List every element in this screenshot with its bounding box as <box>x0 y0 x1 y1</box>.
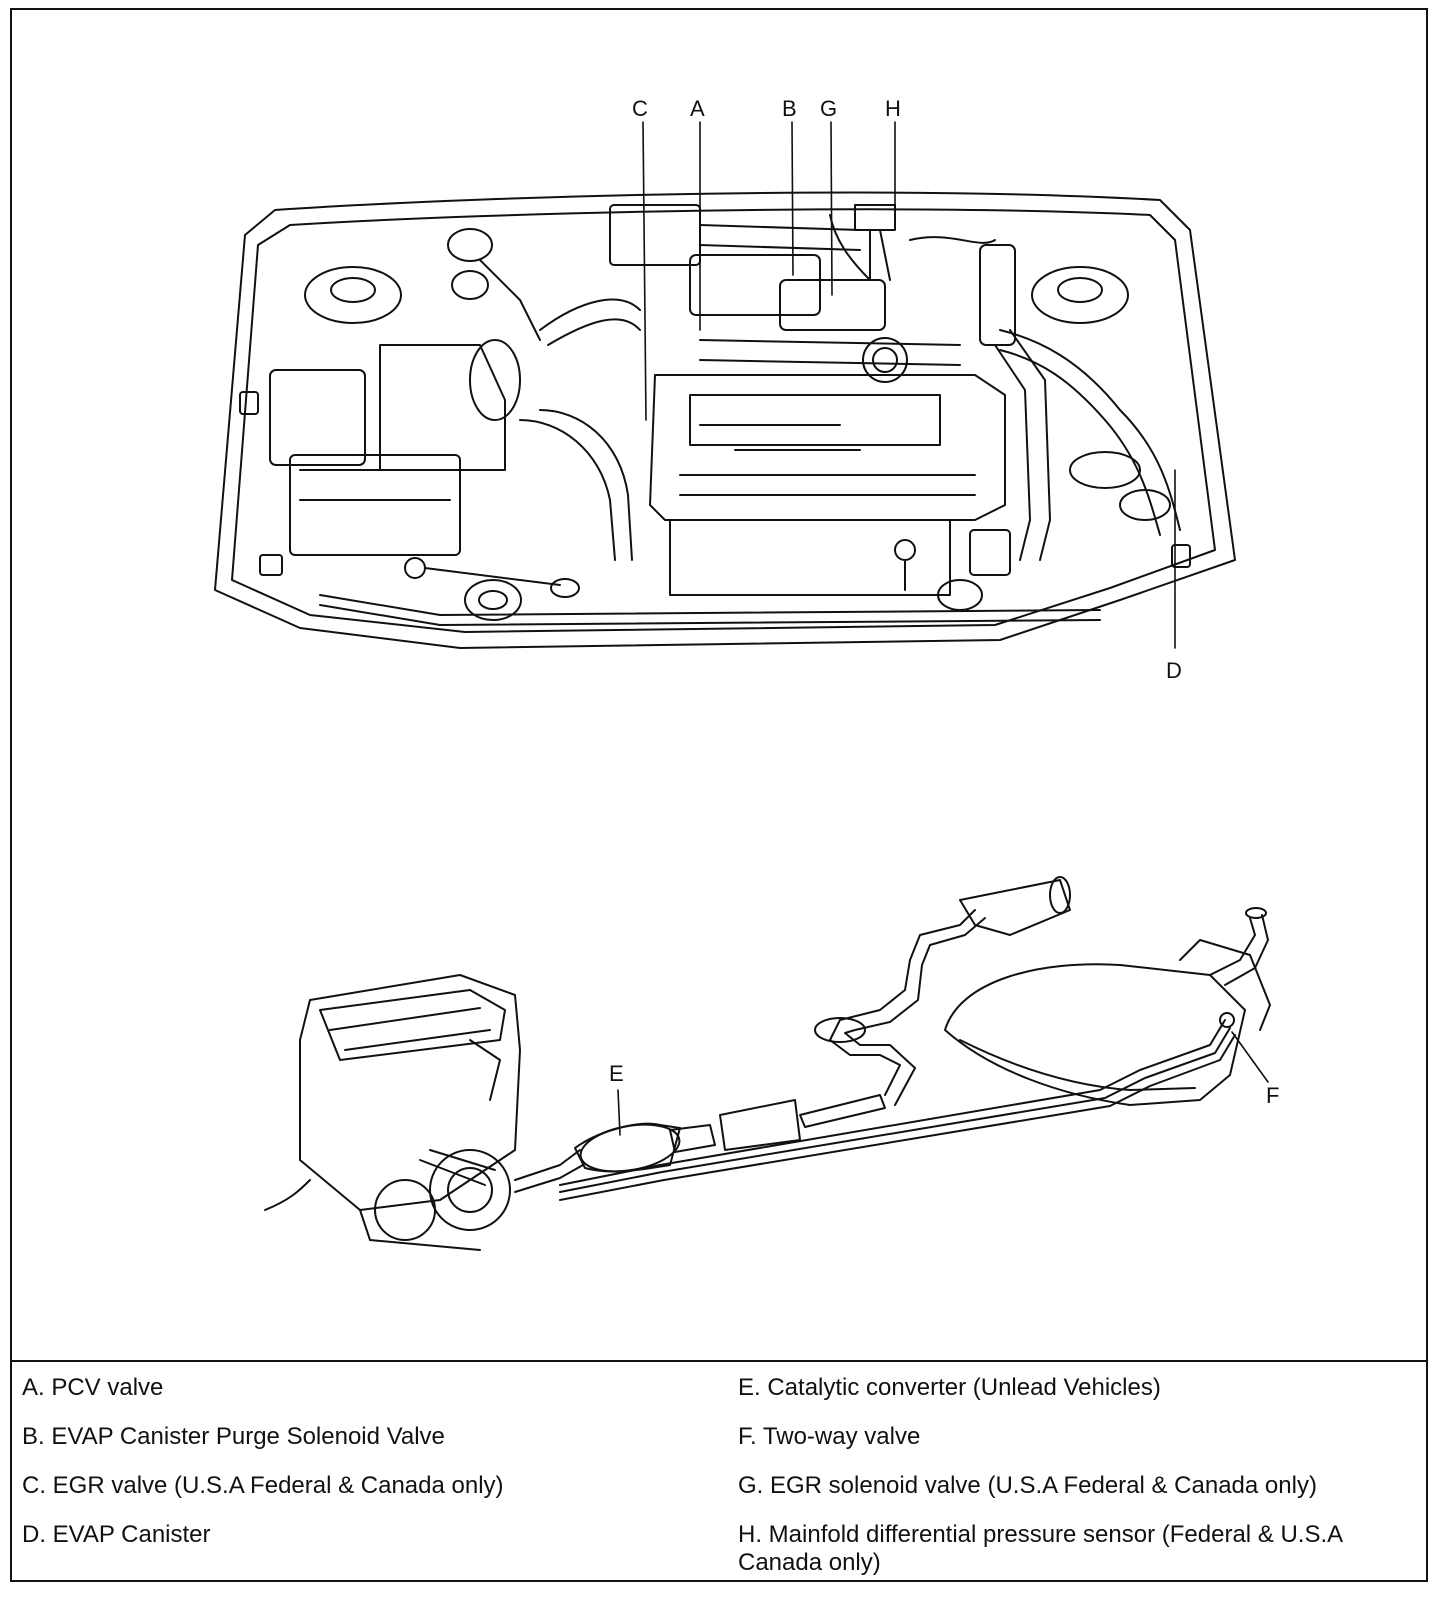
callout-g: G <box>820 96 838 121</box>
legend-item-b: B. EVAP Canister Purge Solenoid Valve <box>22 1423 445 1450</box>
callout-d: D <box>1166 658 1182 683</box>
legend-item-d: D. EVAP Canister <box>22 1521 211 1548</box>
leader-g <box>830 121 833 296</box>
engine-bay-illustration <box>214 191 1236 649</box>
callout-h: H <box>885 96 901 121</box>
diagram-frame <box>10 8 1428 1582</box>
leader-e <box>617 1089 621 1136</box>
legend-item-f: F. Two-way valve <box>738 1423 921 1450</box>
callout-f: F <box>1266 1083 1280 1108</box>
legend-item-a: A. PCV valve <box>22 1374 164 1401</box>
leader-b <box>791 121 794 276</box>
leader-f <box>1231 1031 1269 1083</box>
underbody-leaders <box>617 1031 1269 1136</box>
callout-b: B <box>782 96 797 121</box>
engine-bay-leaders <box>642 121 1176 649</box>
line-art <box>214 121 1271 1251</box>
callout-a: A <box>690 96 705 121</box>
legend-item-h: H. Mainfold differential pressure sensor… <box>738 1521 1342 1576</box>
legend-item-c: C. EGR valve (U.S.A Federal & Canada onl… <box>22 1472 504 1499</box>
legend-divider <box>10 1360 1428 1362</box>
callout-c: C <box>632 96 648 121</box>
legend-right: E. Catalytic converter (Unlead Vehicles)… <box>738 1374 1418 1598</box>
leader-c <box>642 121 647 421</box>
underbody-illustration <box>264 876 1271 1251</box>
legend-item-e: E. Catalytic converter (Unlead Vehicles) <box>738 1374 1161 1401</box>
legend-item-g: G. EGR solenoid valve (U.S.A Federal & C… <box>738 1472 1317 1499</box>
legend-left: A. PCV valve B. EVAP Canister Purge Sole… <box>22 1374 702 1570</box>
callout-e: E <box>609 1061 624 1086</box>
